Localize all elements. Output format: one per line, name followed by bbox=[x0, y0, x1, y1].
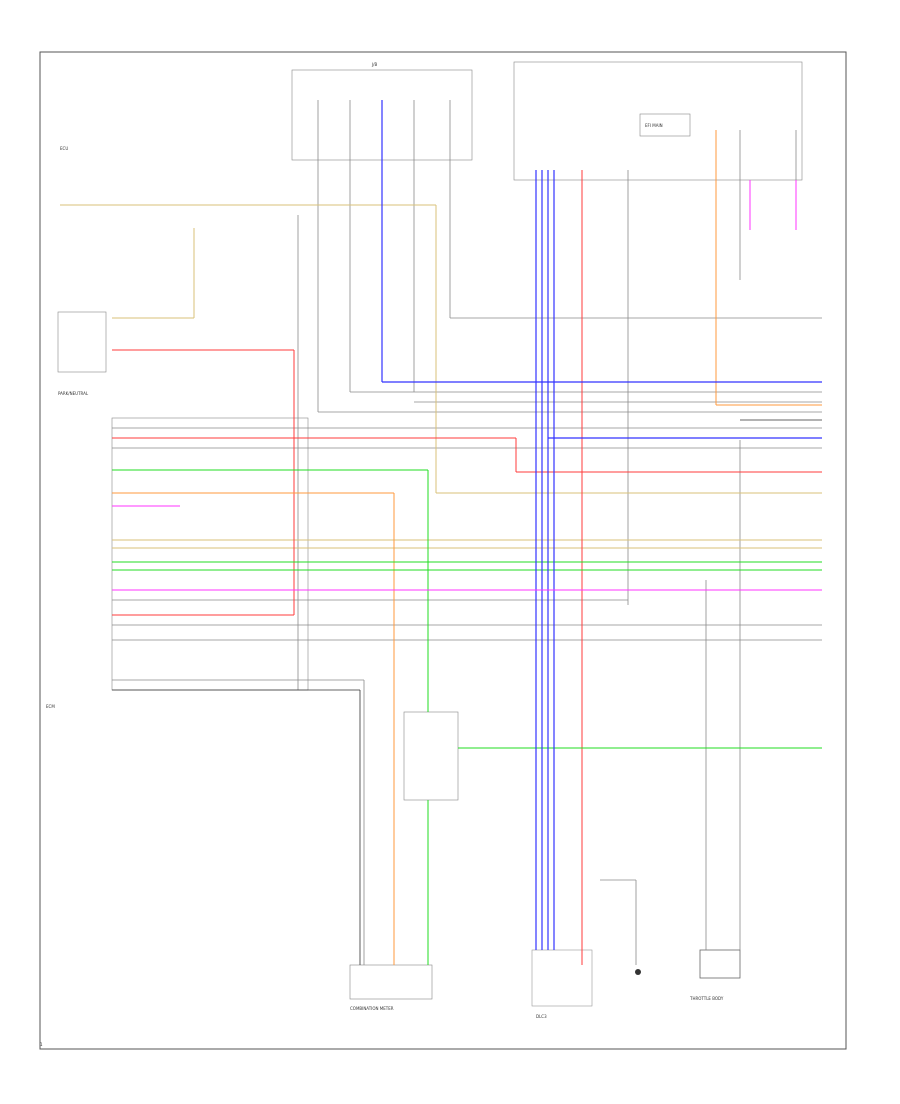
dlc-label: DLC3 bbox=[536, 1014, 547, 1019]
dark-wires bbox=[112, 419, 822, 965]
red-wires bbox=[112, 170, 822, 965]
ecm-label: ECM bbox=[46, 704, 55, 709]
relay-box bbox=[513, 61, 803, 181]
park-neutral-switch bbox=[57, 311, 107, 373]
corner-label: 1 bbox=[40, 1042, 43, 1047]
ground-icon bbox=[635, 969, 641, 975]
main-relay-label: EFI MAIN bbox=[645, 123, 663, 128]
magenta-wires bbox=[112, 180, 822, 591]
middle-module bbox=[403, 711, 459, 801]
throttle-box bbox=[699, 949, 741, 979]
combination-meter-label: COMBINATION METER bbox=[350, 1006, 394, 1011]
ecu-connector-box bbox=[111, 417, 309, 691]
green-wires bbox=[112, 469, 822, 965]
tan-wires bbox=[60, 204, 822, 549]
meter-box bbox=[349, 964, 433, 1000]
fuse-block-label: J/B bbox=[371, 62, 378, 67]
blue-wires bbox=[381, 100, 822, 950]
dlc-box bbox=[531, 949, 593, 1007]
ecu-label: ECU bbox=[60, 146, 68, 151]
throttle-label: THROTTLE BODY bbox=[689, 996, 724, 1001]
orange-wires bbox=[112, 130, 822, 965]
diagram-frame bbox=[39, 51, 847, 1050]
relay-component bbox=[639, 113, 691, 137]
gear-switch-label: PARK/NEUTRAL bbox=[58, 391, 89, 396]
